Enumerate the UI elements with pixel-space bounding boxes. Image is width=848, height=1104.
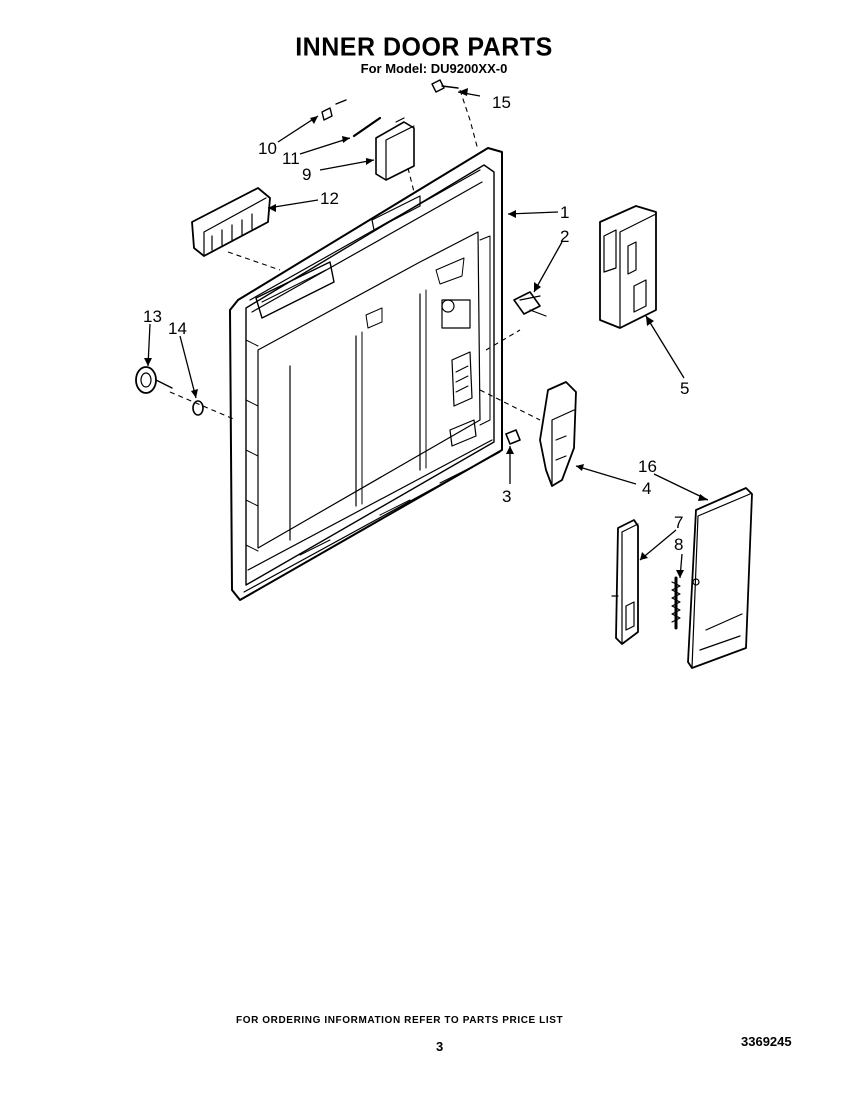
callout-13: 13 — [143, 307, 162, 326]
callout-8: 8 — [674, 535, 683, 554]
inner-door-panel — [229, 147, 503, 601]
part-8-spring — [671, 576, 681, 630]
part-2-latch-bolt — [513, 291, 547, 317]
part-16-cover-plate — [687, 487, 753, 669]
callout-11: 11 — [282, 149, 300, 168]
part-14-washer — [192, 400, 204, 416]
part-13-knob — [135, 366, 173, 394]
callout-16: 16 — [638, 457, 657, 476]
assembly-dash-lines — [169, 89, 541, 421]
part-3-nut — [505, 429, 521, 445]
callout-3: 3 — [502, 487, 511, 506]
part-10-11-hardware — [321, 99, 382, 138]
callout-7: 7 — [674, 513, 683, 532]
part-9-cover — [375, 117, 415, 181]
model-subtitle: For Model: DU9200XX-0 — [360, 61, 508, 76]
ordering-info-note: FOR ORDERING INFORMATION REFER TO PARTS … — [236, 1015, 564, 1026]
document-number: 3369245 — [741, 1034, 792, 1049]
callout-14: 14 — [168, 319, 187, 338]
callout-12: 12 — [320, 189, 339, 208]
callout-9: 9 — [302, 165, 311, 184]
callout-10: 10 — [258, 139, 277, 158]
part-5-latch-housing — [599, 205, 657, 329]
part-4-latch-lever — [539, 381, 577, 487]
callout-1: 1 — [560, 203, 569, 222]
page-title: INNER DOOR PARTS — [295, 32, 553, 62]
arrow-heads — [144, 88, 708, 578]
callout-4: 4 — [642, 479, 651, 498]
part-7-bracket — [611, 519, 639, 645]
callout-2: 2 — [560, 227, 569, 246]
part-12-grille — [191, 187, 271, 257]
part-15-screw — [431, 79, 459, 93]
callout-15: 15 — [492, 93, 511, 112]
page-number: 3 — [436, 1039, 444, 1054]
callout-5: 5 — [680, 379, 689, 398]
